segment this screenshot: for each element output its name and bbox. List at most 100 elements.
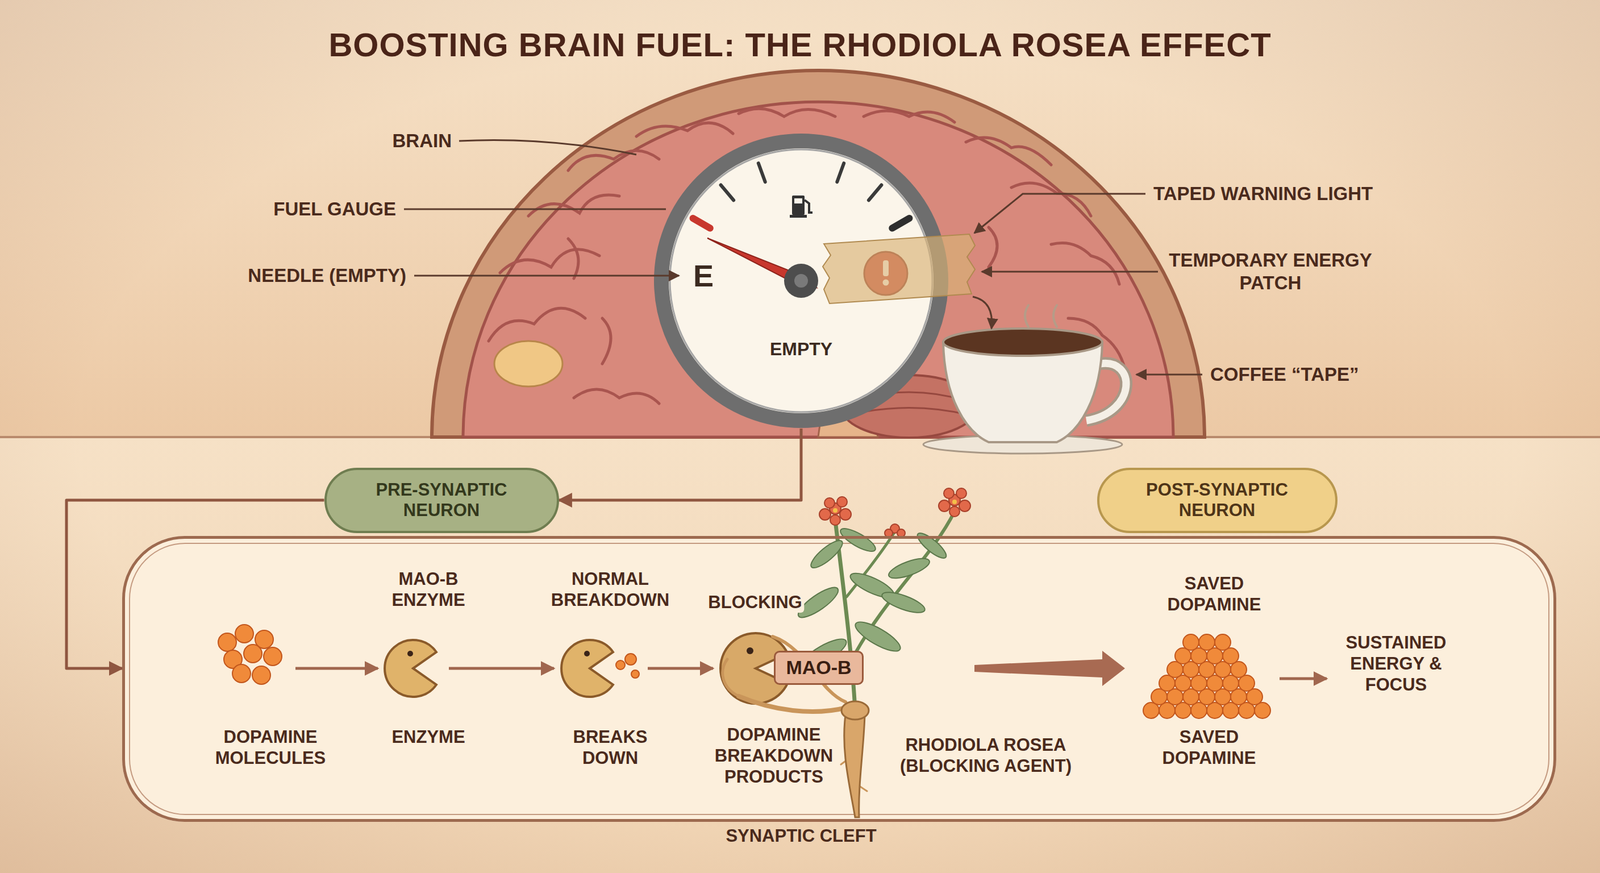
gauge-text-block: EMPTY bbox=[769, 338, 833, 360]
title-block: BOOSTING BRAIN FUEL: THE RHODIOLA ROSEA … bbox=[0, 25, 1600, 65]
big-arrow bbox=[974, 650, 1125, 686]
dopamine-molecules-part bbox=[218, 632, 237, 652]
label-text: TEMPORARY ENERGY PATCH bbox=[1156, 248, 1385, 294]
enzyme-pacman-part bbox=[561, 639, 614, 697]
brain-illustration-part bbox=[494, 340, 563, 387]
dopamine-molecules bbox=[218, 624, 282, 685]
fuel-gauge-drawing-part bbox=[794, 273, 808, 288]
rhodiola-plant-part bbox=[832, 499, 957, 513]
label-text: BLOCKING bbox=[705, 591, 804, 613]
label-text: COFFEE “TAPE” bbox=[1210, 363, 1360, 386]
rhodiola-plant-part-part bbox=[886, 554, 932, 583]
neuron-pill: POST-SYNAPTIC NEURON bbox=[1097, 467, 1338, 533]
fuel-gauge-drawing-part-part bbox=[721, 185, 735, 201]
synaptic-band: SYNAPTIC CLEFTMAO-B bbox=[122, 535, 1557, 822]
label-block: DOPAMINE BREAKDOWN PRODUCTS bbox=[710, 723, 839, 788]
coffee-cup bbox=[923, 305, 1127, 454]
label-text: FUEL GAUGE bbox=[273, 197, 397, 221]
coffee-cup-part bbox=[1025, 305, 1057, 327]
rhodiola-plant-part-part bbox=[959, 500, 971, 512]
enzyme-pacman-part-part bbox=[615, 660, 625, 670]
label-block: SUSTAINED ENERGY & FOCUS bbox=[1339, 631, 1453, 696]
process-arrows-part bbox=[448, 667, 554, 670]
synaptic-band-fill-part bbox=[129, 543, 1549, 815]
label-text: SUSTAINED ENERGY & FOCUS bbox=[1339, 631, 1453, 696]
enzyme-pacman bbox=[384, 639, 640, 697]
label-block: NORMAL BREAKDOWN bbox=[544, 568, 676, 611]
label-block: DOPAMINE MOLECULES bbox=[209, 726, 332, 769]
gauge-text: E bbox=[693, 257, 714, 295]
synaptic-band-fill bbox=[122, 535, 1557, 822]
rhodiola-plant-part-part bbox=[839, 508, 852, 520]
brain-illustration-part-part bbox=[636, 122, 733, 137]
label-text: TAPED WARNING LIGHT bbox=[1153, 182, 1373, 206]
rhodiola-plant-part-part bbox=[824, 497, 835, 508]
brain-illustration-part-part bbox=[568, 150, 660, 171]
rhodiola-plant-part-part bbox=[830, 514, 841, 525]
synaptic-band-fill-part bbox=[122, 535, 1557, 822]
brain-illustration-part-part bbox=[1011, 182, 1091, 216]
leader-lines-part bbox=[981, 271, 1158, 273]
label-text: NORMAL BREAKDOWN bbox=[544, 568, 676, 611]
fuel-pump-icon-part bbox=[794, 198, 803, 204]
brain-illustration-part-part bbox=[528, 194, 620, 216]
fuel-pump-icon-part bbox=[804, 200, 813, 213]
brain-illustration-part-part bbox=[568, 238, 579, 279]
fuel-pump-icon-part bbox=[792, 195, 805, 215]
enzyme-pacman-part bbox=[584, 650, 590, 657]
label-block: MAO-B ENZYME bbox=[380, 568, 477, 611]
leader-lines-part bbox=[1136, 373, 1203, 376]
label-block: BREAKS DOWN bbox=[564, 726, 656, 769]
label-text: SAVED DOPAMINE bbox=[1155, 726, 1264, 769]
rhodiola-plant-part bbox=[746, 647, 754, 654]
rhodiola-plant-part-part bbox=[879, 588, 927, 617]
coffee-cup-part bbox=[943, 328, 1103, 356]
label-text: SAVED DOPAMINE bbox=[1160, 572, 1269, 615]
brain-illustration-part-part bbox=[602, 318, 611, 364]
brain-illustration-part-part bbox=[573, 389, 660, 404]
fuel-gauge-drawing-part bbox=[784, 263, 819, 298]
coffee-cup-part-part bbox=[1025, 305, 1029, 327]
label-block: COFFEE “TAPE” bbox=[1210, 363, 1360, 386]
saved-dopamine-pile bbox=[1143, 634, 1271, 719]
process-arrows-part bbox=[647, 667, 714, 670]
brain-illustration-part-part bbox=[965, 137, 1052, 165]
saved-dopamine-pile-part bbox=[1182, 634, 1199, 650]
coffee-cup-part bbox=[943, 342, 1103, 443]
enzyme-pacman-part bbox=[407, 650, 414, 657]
leader-lines bbox=[403, 139, 1203, 375]
rhodiola-plant-part-part bbox=[943, 488, 954, 499]
fuel-gauge: E EMPTY bbox=[653, 132, 949, 429]
gauge-text: EMPTY bbox=[769, 338, 833, 360]
gauge-text-block: E bbox=[693, 257, 714, 295]
brain-illustration-part-part bbox=[863, 110, 955, 123]
connector bbox=[66, 500, 325, 669]
fuel-gauge-drawing-part-part bbox=[836, 163, 844, 182]
rhodiola-plant-part-part bbox=[819, 508, 831, 520]
node-text: POST-SYNAPTIC NEURON bbox=[1131, 479, 1303, 520]
enzyme-pacman-part bbox=[615, 653, 640, 678]
enzyme-pacman-part bbox=[384, 639, 437, 697]
brain-illustration-part-part bbox=[500, 249, 600, 273]
leader-lines-part bbox=[459, 139, 637, 155]
brain-illustration-part-part bbox=[738, 108, 836, 117]
brain-illustration-part-part bbox=[1051, 243, 1120, 285]
rhodiola-plant-part bbox=[841, 701, 869, 720]
label-block: FUEL GAUGE bbox=[273, 197, 397, 221]
label-block: ENZYME bbox=[389, 726, 468, 748]
fuel-gauge-drawing-part bbox=[892, 218, 910, 229]
dopamine-molecules-part bbox=[235, 624, 254, 643]
fuel-gauge-drawing-part bbox=[721, 163, 882, 200]
title-text: BOOSTING BRAIN FUEL: THE RHODIOLA ROSEA … bbox=[328, 25, 1272, 65]
fuel-gauge-drawing-part-part bbox=[758, 163, 766, 182]
neuron-pill: PRE-SYNAPTIC NEURON bbox=[324, 467, 560, 533]
label-text: MAO-B ENZYME bbox=[380, 568, 477, 611]
label-block: SAVED DOPAMINE bbox=[1160, 572, 1269, 615]
label-block: TEMPORARY ENERGY PATCH bbox=[1156, 248, 1385, 294]
rhodiola-plant-part-part bbox=[807, 536, 847, 572]
band-heading-block: SYNAPTIC CLEFT bbox=[630, 825, 972, 847]
